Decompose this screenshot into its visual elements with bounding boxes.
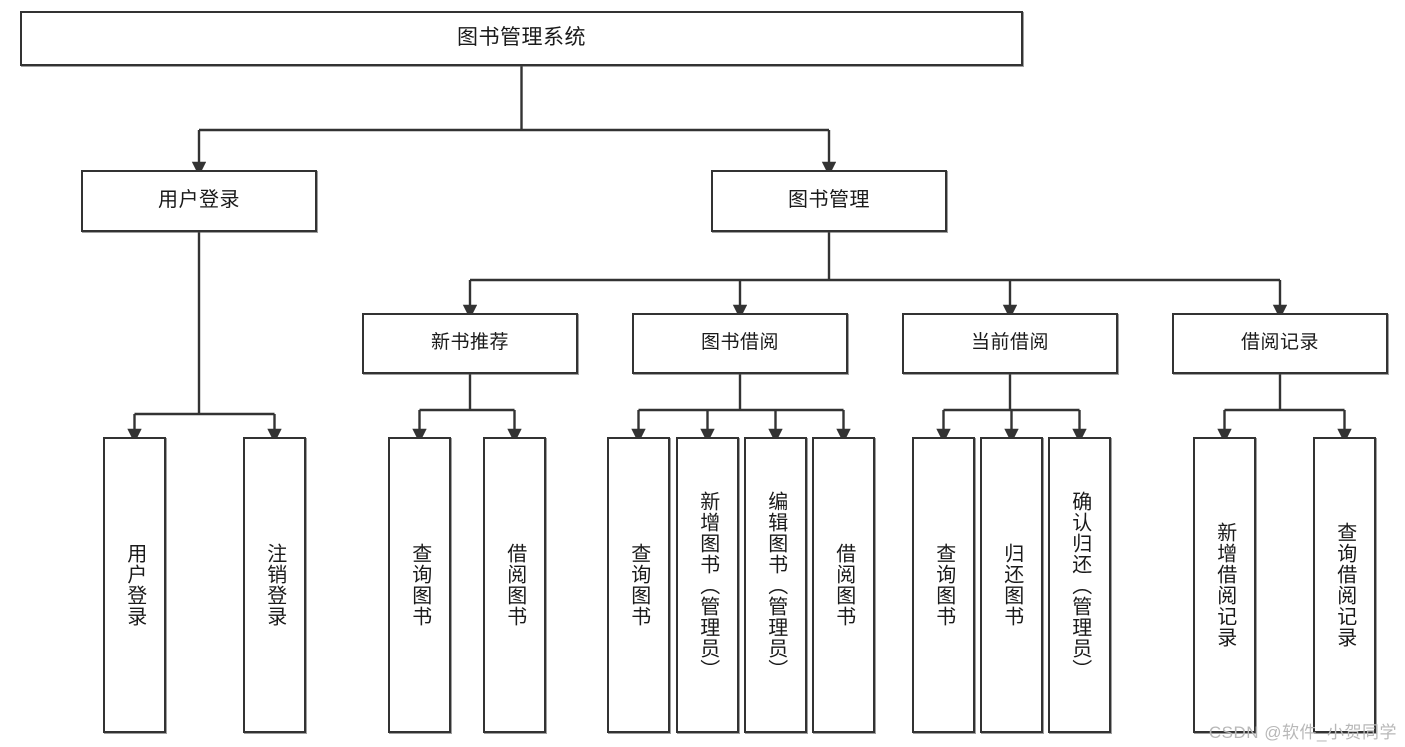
node-leaf-add-record[interactable]: 新增借阅记录	[1193, 437, 1256, 733]
node-book-manage[interactable]: 图书管理	[711, 170, 947, 232]
node-leaf-user-login[interactable]: 用户登录	[103, 437, 166, 733]
node-label: 图书管理系统	[457, 26, 586, 50]
node-current-borrow[interactable]: 当前借阅	[902, 313, 1118, 374]
node-label: 图书管理	[788, 189, 870, 212]
node-label: 查询图书	[627, 543, 650, 627]
node-label: 当前借阅	[970, 332, 1049, 354]
watermark-text: CSDN @软件_小贺同学	[1208, 723, 1397, 742]
node-label: 新增借阅记录	[1213, 522, 1236, 648]
node-user-login[interactable]: 用户登录	[81, 170, 317, 232]
node-label: 图书借阅	[700, 332, 779, 354]
node-leaf-query-book-2[interactable]: 查询图书	[607, 437, 670, 733]
node-label: 新增图书（管理员）	[696, 490, 719, 680]
node-leaf-query-record[interactable]: 查询借阅记录	[1313, 437, 1376, 733]
node-leaf-add-book[interactable]: 新增图书（管理员）	[676, 437, 739, 733]
node-label: 借阅图书	[503, 543, 526, 627]
node-leaf-borrow-book-2[interactable]: 借阅图书	[812, 437, 875, 733]
node-label: 查询借阅记录	[1333, 522, 1356, 648]
node-label: 查询图书	[932, 543, 955, 627]
node-book-borrow[interactable]: 图书借阅	[632, 313, 848, 374]
node-leaf-query-book-1[interactable]: 查询图书	[388, 437, 451, 733]
node-label: 确认归还（管理员）	[1068, 490, 1091, 680]
node-label: 借阅记录	[1240, 332, 1319, 354]
node-label: 注销登录	[263, 543, 286, 627]
node-label: 归还图书	[1000, 543, 1023, 627]
node-label: 借阅图书	[832, 543, 855, 627]
node-label: 用户登录	[158, 189, 240, 212]
node-borrow-record[interactable]: 借阅记录	[1172, 313, 1388, 374]
node-label: 编辑图书（管理员）	[764, 490, 787, 680]
node-leaf-edit-book[interactable]: 编辑图书（管理员）	[744, 437, 807, 733]
node-leaf-confirm-return[interactable]: 确认归还（管理员）	[1048, 437, 1111, 733]
node-label: 用户登录	[123, 543, 146, 627]
node-leaf-user-logout[interactable]: 注销登录	[243, 437, 306, 733]
node-label: 查询图书	[408, 543, 431, 627]
node-root[interactable]: 图书管理系统	[20, 11, 1023, 66]
node-leaf-query-book-3[interactable]: 查询图书	[912, 437, 975, 733]
node-leaf-return-book[interactable]: 归还图书	[980, 437, 1043, 733]
node-new-book-recommend[interactable]: 新书推荐	[362, 313, 578, 374]
node-leaf-borrow-book-1[interactable]: 借阅图书	[483, 437, 546, 733]
node-label: 新书推荐	[430, 332, 509, 354]
